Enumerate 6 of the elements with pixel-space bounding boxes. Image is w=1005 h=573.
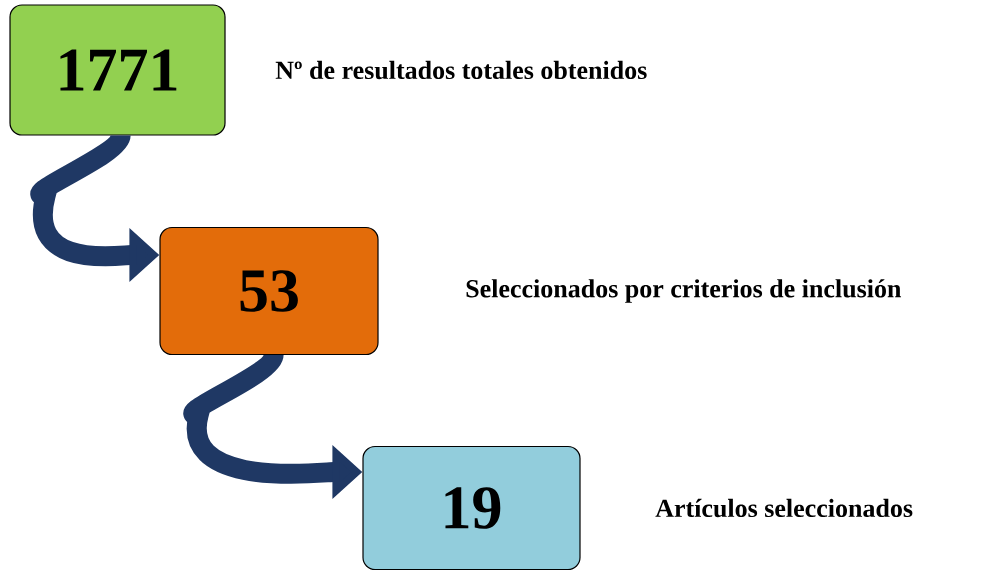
number-box: 53: [159, 226, 379, 356]
step-caption: Artículos seleccionados: [655, 498, 913, 518]
number-box: 19: [362, 445, 581, 571]
step-caption: Nº de resultados totales obtenidos: [275, 60, 647, 80]
step-caption: Seleccionados por criterios de inclusión: [466, 279, 902, 303]
number-box: 1771: [9, 4, 226, 136]
